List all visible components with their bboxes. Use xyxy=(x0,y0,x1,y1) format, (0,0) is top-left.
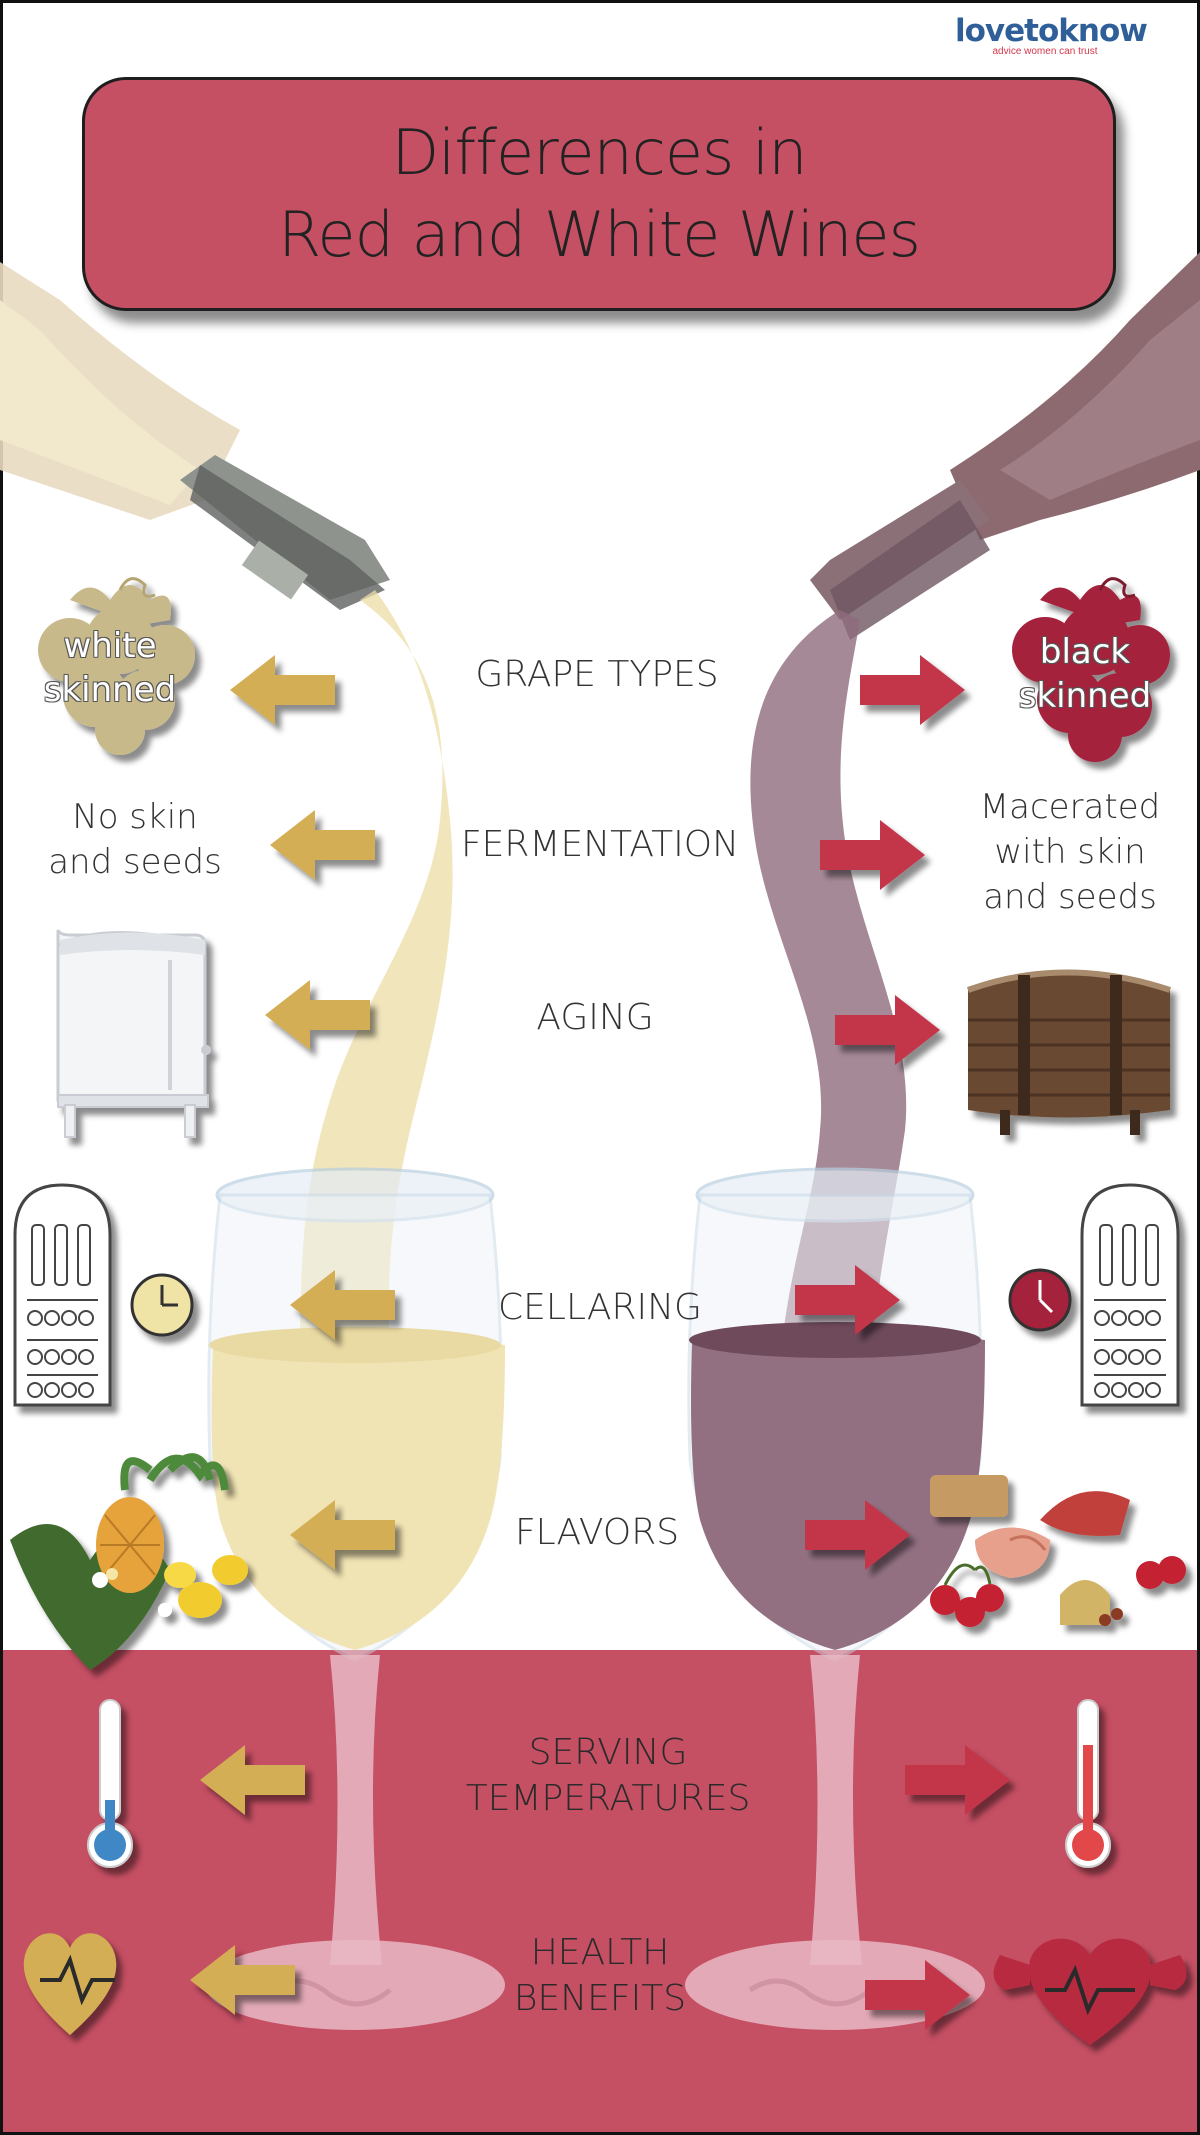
wine-rack-icon xyxy=(13,1183,112,1407)
arrow-right-fermentation xyxy=(820,820,925,890)
wine-rack-icon-right xyxy=(1080,1183,1180,1407)
oak-barrel-icon xyxy=(966,969,1171,1135)
arrow-left-aging xyxy=(265,980,370,1050)
logo-wordmark: lovetoknow xyxy=(955,13,1148,49)
title-line-2: Red and White Wines xyxy=(278,198,921,271)
bottom-band xyxy=(3,1650,1197,2132)
arrow-right-flavors xyxy=(805,1500,910,1570)
label-cellaring: CELLARING xyxy=(498,1287,702,1328)
label-fermentation: FERMENTATION xyxy=(460,824,740,865)
black-grape-line-2: skinned xyxy=(1018,676,1152,716)
black-grape-label: black skinned xyxy=(1019,630,1151,718)
black-grape-line-1: black xyxy=(1039,632,1131,672)
title-line-1: Differences in xyxy=(391,116,807,189)
white-fermentation-line-1: No skin xyxy=(72,797,198,837)
label-flavors: FLAVORS xyxy=(514,1512,680,1553)
arrow-right-health xyxy=(865,1960,970,2030)
red-fermentation-line-1: Macerated xyxy=(979,787,1161,827)
label-grape-types: GRAPE TYPES xyxy=(475,654,719,695)
arrow-right-serving xyxy=(905,1745,1010,1815)
brand-logo: lovetoknow advice women can trust xyxy=(955,13,1148,58)
red-fermentation-line-3: and seeds xyxy=(983,877,1157,917)
arrow-left-health xyxy=(190,1945,295,2015)
label-health-benefits: HEALTH BENEFITS xyxy=(514,1930,686,2022)
logo-tagline: advice women can trust xyxy=(992,46,1098,57)
red-fermentation-text: Macerated with skin and seeds xyxy=(980,785,1160,920)
white-grape-label: white skinned xyxy=(44,624,176,712)
title-banner: Differences in Red and White Wines xyxy=(82,77,1116,311)
arrow-left-serving xyxy=(200,1745,305,1815)
warm-thermometer-icon xyxy=(1065,1699,1111,1868)
serving-line-2: TEMPERATURES xyxy=(465,1778,751,1819)
arrow-left-fermentation xyxy=(270,810,375,880)
red-bottle xyxy=(810,252,1200,640)
cold-thermometer-icon xyxy=(87,1699,133,1868)
black-grape-icon xyxy=(1012,577,1170,762)
label-serving-temperatures: SERVING TEMPERATURES xyxy=(466,1730,751,1822)
white-fermentation-text: No skin and seeds xyxy=(48,795,222,885)
red-wine-glass xyxy=(685,1167,985,2030)
tropical-fruit-icon xyxy=(10,1453,248,1670)
white-fermentation-line-2: and seeds xyxy=(48,842,222,882)
arrows-white-side xyxy=(190,655,395,2015)
steel-tank-icon xyxy=(56,929,211,1138)
white-wine-glass xyxy=(205,1167,505,2030)
red-fermentation-line-2: with skin xyxy=(994,832,1146,872)
arrow-right-grape xyxy=(860,655,965,725)
heart-pulse-icon xyxy=(23,1933,117,2035)
serving-line-1: SERVING xyxy=(528,1732,688,1773)
white-grape-icon xyxy=(38,577,195,755)
white-bottle xyxy=(0,262,390,610)
strong-heart-icon xyxy=(993,1938,1187,2045)
arrows-red-side xyxy=(795,655,1010,2030)
label-aging: AGING xyxy=(536,997,654,1038)
white-grape-line-2: skinned xyxy=(43,670,177,710)
meat-and-berries-icon xyxy=(930,1475,1186,1627)
clock-icon xyxy=(130,1273,194,1337)
arrow-right-cellaring xyxy=(795,1265,900,1335)
health-line-2: BENEFITS xyxy=(513,1978,687,2019)
arrow-left-cellaring xyxy=(290,1270,395,1340)
arrow-right-aging xyxy=(835,995,940,1065)
arrow-left-grape xyxy=(230,655,335,725)
white-pour-stream xyxy=(300,590,453,1360)
clock-icon-red xyxy=(1008,1268,1072,1332)
health-line-1: HEALTH xyxy=(530,1932,670,1973)
arrow-left-flavors xyxy=(290,1500,395,1570)
white-grape-line-1: white xyxy=(63,626,157,666)
